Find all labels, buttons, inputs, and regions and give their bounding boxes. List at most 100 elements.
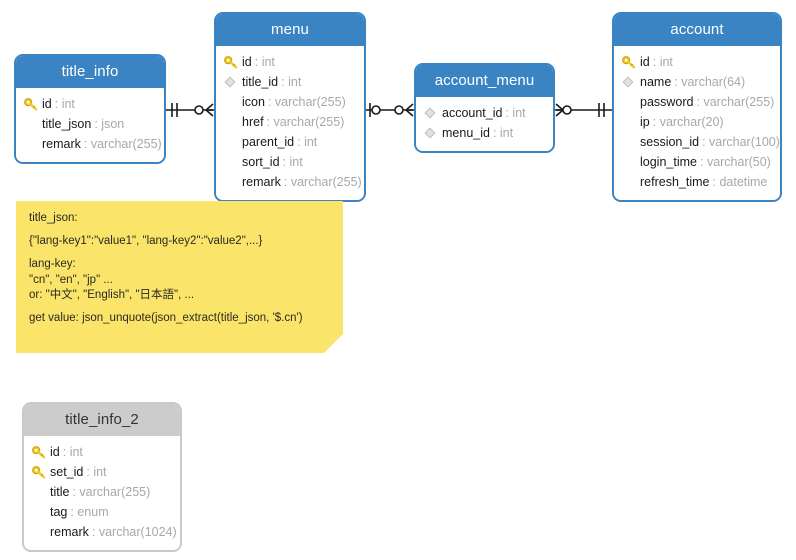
field-name: password — [640, 95, 694, 109]
primary-key-icon — [622, 54, 640, 70]
primary-key-icon — [32, 444, 50, 460]
field-type: : varchar(255) — [696, 95, 775, 109]
no-key-icon — [24, 116, 42, 132]
field-name: remark — [50, 525, 89, 539]
field-row[interactable]: id : int — [24, 94, 156, 114]
primary-key-icon — [32, 464, 50, 480]
field-row[interactable]: sort_id : int — [224, 152, 356, 172]
no-key-icon — [24, 136, 42, 152]
field-name: icon — [242, 95, 265, 109]
field-row[interactable]: set_id : int — [32, 462, 172, 482]
relationship-title-info-menu — [166, 103, 214, 117]
field-name: ip — [640, 115, 650, 129]
field-row[interactable]: id : int — [32, 442, 172, 462]
field-type: : int — [505, 106, 526, 120]
field-type: : varchar(255) — [266, 115, 345, 129]
field-row[interactable]: href : varchar(255) — [224, 112, 356, 132]
entity-title-info[interactable]: title_info id : int title_json : json — [14, 54, 166, 164]
field-name: tag — [50, 505, 68, 519]
field-type: : enum — [70, 505, 109, 519]
field-type: : int — [86, 465, 107, 479]
field-type: : int — [282, 155, 303, 169]
field-type: : varchar(1024) — [91, 525, 177, 539]
field-type: : varchar(64) — [674, 75, 746, 89]
field-row[interactable]: id : int — [224, 52, 356, 72]
field-name: login_time — [640, 155, 697, 169]
field-type: : varchar(255) — [83, 137, 162, 151]
foreign-key-icon — [424, 105, 442, 121]
field-row[interactable]: menu_id : int — [424, 123, 545, 143]
entity-account[interactable]: account id : int — [612, 12, 782, 202]
field-name: title — [50, 485, 70, 499]
field-type: : int — [62, 445, 83, 459]
no-key-icon — [622, 114, 640, 130]
field-row[interactable]: refresh_time : datetime — [622, 172, 772, 192]
field-name: name — [640, 75, 672, 89]
no-key-icon — [32, 484, 50, 500]
entity-menu-header: menu — [216, 14, 364, 46]
no-key-icon — [224, 174, 242, 190]
entity-title-info-2-fields: id : int set_id : int title : — [24, 436, 180, 550]
entity-title-info-header: title_info — [16, 56, 164, 88]
field-row[interactable]: tag : enum — [32, 502, 172, 522]
field-row[interactable]: remark : varchar(1024) — [32, 522, 177, 542]
entity-title-info-2[interactable]: title_info_2 id : int — [22, 402, 182, 552]
field-type: : int — [254, 55, 275, 69]
field-type: : varchar(255) — [283, 175, 362, 189]
field-name: menu_id — [442, 126, 490, 140]
field-name: set_id — [50, 465, 84, 479]
foreign-key-icon — [224, 74, 242, 90]
field-row[interactable]: title_json : json — [24, 114, 156, 134]
field-row[interactable]: title_id : int — [224, 72, 356, 92]
field-name: title_id — [242, 75, 279, 89]
entity-menu-fields: id : int title_id : int icon : varchar(2… — [216, 46, 364, 200]
field-name: id — [50, 445, 60, 459]
field-name: remark — [42, 137, 81, 151]
entity-account-header: account — [614, 14, 780, 46]
no-key-icon — [224, 94, 242, 110]
field-type: : varchar(255) — [267, 95, 346, 109]
note-line: or: "中文", "English", "日本語", ... — [29, 289, 195, 302]
primary-key-icon — [24, 96, 42, 112]
field-row[interactable]: remark : varchar(255) — [24, 134, 162, 154]
field-row[interactable]: ip : varchar(20) — [622, 112, 772, 132]
field-type: : json — [94, 117, 125, 131]
entity-title-info-fields: id : int title_json : json remark : varc… — [16, 88, 164, 162]
field-row[interactable]: icon : varchar(255) — [224, 92, 356, 112]
field-row[interactable]: login_time : varchar(50) — [622, 152, 772, 172]
field-type: : varchar(100) — [702, 135, 780, 149]
field-row[interactable]: title : varchar(255) — [32, 482, 172, 502]
note-fold-corner-icon — [324, 334, 343, 353]
no-key-icon — [32, 504, 50, 520]
foreign-key-icon — [424, 125, 442, 141]
field-type: : varchar(50) — [699, 155, 771, 169]
field-type: : int — [297, 135, 318, 149]
field-type: : int — [492, 126, 514, 140]
entity-title-info-2-header: title_info_2 — [24, 404, 180, 436]
no-key-icon — [224, 154, 242, 170]
field-row[interactable]: session_id : varchar(100) — [622, 132, 780, 152]
field-type: : datetime — [712, 175, 768, 189]
note-line: get value: json_unquote(json_extract(tit… — [29, 312, 303, 325]
entity-account-menu[interactable]: account_menu account_id : int menu_id — [414, 63, 555, 153]
field-name: parent_id — [242, 135, 295, 149]
field-row[interactable]: account_id : int — [424, 103, 545, 123]
field-type: : varchar(20) — [652, 115, 724, 129]
note-line: "cn", "en", "jp" ... — [29, 273, 113, 286]
field-row[interactable]: remark : varchar(255) — [224, 172, 362, 192]
field-row[interactable]: id : int — [622, 52, 772, 72]
note-title-json[interactable]: title_json: {"lang-key1":"value1", "lang… — [16, 201, 343, 353]
field-row[interactable]: parent_id : int — [224, 132, 356, 152]
no-key-icon — [224, 134, 242, 150]
entity-account-fields: id : int name : varchar(64) password : v… — [614, 46, 780, 200]
field-row[interactable]: password : varchar(255) — [622, 92, 775, 112]
note-line: lang-key: — [29, 257, 76, 270]
foreign-key-icon — [622, 74, 640, 90]
field-name: href — [242, 115, 264, 129]
entity-menu[interactable]: menu id : int — [214, 12, 366, 202]
no-key-icon — [622, 174, 640, 190]
note-line: title_json: — [29, 212, 78, 224]
no-key-icon — [622, 154, 640, 170]
field-row[interactable]: name : varchar(64) — [622, 72, 772, 92]
